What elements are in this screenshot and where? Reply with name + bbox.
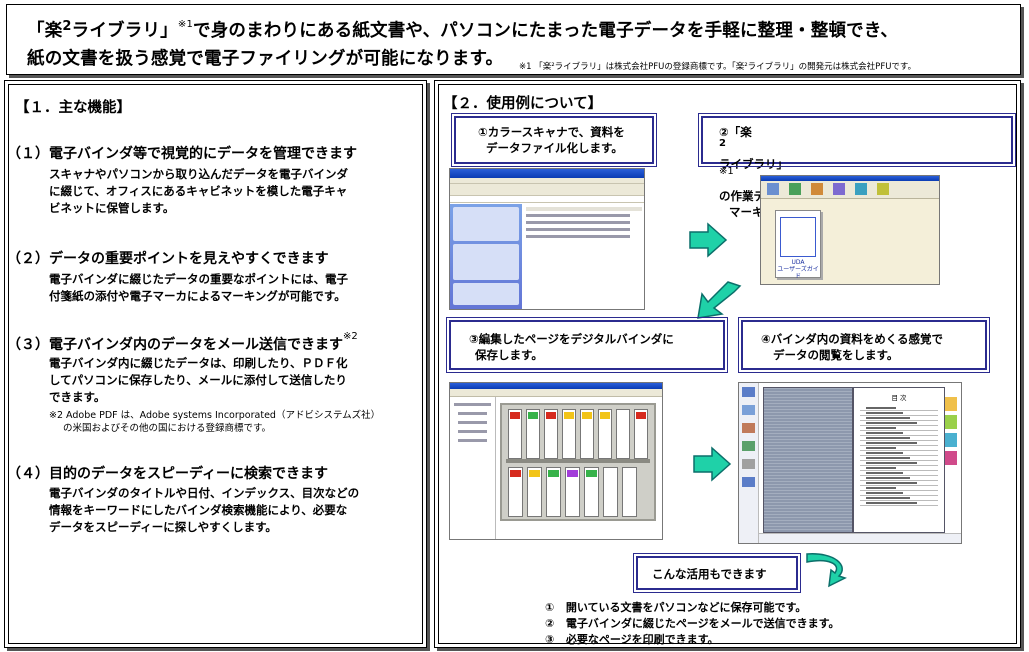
cabinet-titlebar — [450, 383, 662, 389]
file-list — [526, 207, 642, 242]
header-line-1: 「楽2ライブラリ」※1で身のまわりにある紙文書や、パソコンにたまった電子データを… — [27, 19, 899, 41]
binder-spine — [598, 409, 612, 459]
viewer-side-toolbar — [739, 383, 759, 543]
task-pane — [450, 204, 522, 309]
toc-row — [860, 501, 938, 506]
header-banner: 「楽2ライブラリ」※1で身のまわりにある紙文書や、パソコンにたまった電子データを… — [6, 4, 1021, 75]
feature-2-body: 電子バインダに綴じたデータの重要なポイントには、電子 付箋紙の添付や電子マーカに… — [49, 272, 348, 303]
step-2-box: ②「楽2ライブラリ」※1の作業デスクに取り込んで、 マーキングなどページの編集を… — [698, 113, 1016, 219]
step-1-box: ①カラースキャナで、資料を データファイル化します。 — [451, 113, 657, 167]
window-menubar — [450, 178, 644, 184]
binder-spine — [562, 409, 576, 459]
binder-spine — [544, 409, 558, 459]
feature-4-heading: （４）目的のデータをスピーディーに検索できます — [7, 466, 329, 482]
binder-toc-page: 目 次 — [853, 387, 945, 533]
usage-examples-title: 【２．使用例について】 — [443, 96, 603, 112]
toc-row — [860, 451, 938, 456]
main-features-frame — [8, 84, 423, 644]
usage-examples-frame — [438, 84, 1017, 644]
toc-row — [860, 476, 938, 481]
toc-row — [860, 446, 938, 451]
toc-row — [860, 436, 938, 441]
feature-3-heading: （３）電子バインダ内のデータをメール送信できます※2 — [7, 331, 358, 353]
arrow-right-icon — [689, 222, 728, 258]
toc-row — [860, 466, 938, 471]
binder-spine — [622, 467, 637, 517]
desk-document-thumbnail: UDA ユーザーズガイド — [775, 210, 821, 280]
cabinet-toolbar — [450, 389, 662, 397]
extra-usage-box: こんな活用もできます — [633, 553, 801, 593]
binder-spine — [526, 409, 540, 459]
binder-spine — [580, 409, 594, 459]
toc-row — [860, 461, 938, 466]
binder-spine — [527, 467, 542, 517]
cabinet-screenshot — [449, 382, 663, 540]
binder-spine — [616, 409, 630, 459]
toc-row — [860, 471, 938, 476]
toc-row — [860, 456, 938, 461]
desk-titlebar — [761, 176, 939, 181]
header-trademark-note: ※1 「楽²ライブラリ」は株式会社PFUの登録商標です。「楽²ライブラリ」の開発… — [519, 62, 917, 72]
toc-row — [860, 416, 938, 421]
feature-3-pdf-note: ※2 Adobe PDF は、Adobe systems Incorporate… — [49, 410, 381, 434]
curved-arrow-icon — [806, 553, 847, 588]
viewer-statusbar — [759, 533, 961, 543]
binder-spine — [634, 409, 648, 459]
window-titlebar — [450, 169, 644, 178]
binder-spine — [565, 467, 580, 517]
toc-row — [860, 441, 938, 446]
usage-item-2: ② 電子バインダに綴じたページをメールで送信できます。 — [545, 617, 840, 630]
binder-viewer-screenshot: 目 次 — [738, 382, 962, 544]
binder-spine — [508, 409, 522, 459]
binder-spine — [603, 467, 618, 517]
toc-row — [860, 496, 938, 501]
scanner-explorer-screenshot — [449, 168, 645, 310]
binder-spine — [546, 467, 561, 517]
desk-toolbar — [761, 181, 939, 199]
toc-row — [860, 406, 938, 411]
feature-4-body: 電子バインダのタイトルや日付、インデックス、目次などの 情報をキーワードにしたバ… — [49, 486, 360, 534]
feature-3-body: 電子バインダ内に綴じたデータは、印刷したり、ＰＤＦ化 してパソコンに保存したり、… — [49, 356, 348, 404]
toc-row — [860, 431, 938, 436]
binder-index-tabs — [945, 397, 957, 507]
step-4-box: ④バインダ内の資料をめくる感覚で データの閲覧をします。 — [738, 317, 990, 373]
main-features-panel: 【１．主な機能】 （１）電子バインダ等で視覚的にデータを管理できます スキャナや… — [4, 80, 427, 648]
toc-row — [860, 421, 938, 426]
toc-row — [860, 426, 938, 431]
work-desk-screenshot: UDA ユーザーズガイド — [760, 175, 940, 285]
feature-1-heading: （１）電子バインダ等で視覚的にデータを管理できます — [7, 146, 357, 162]
toc-row — [860, 486, 938, 491]
arrow-right-icon-2 — [693, 446, 732, 482]
cabinet-tree — [450, 397, 496, 539]
window-toolbar — [450, 184, 644, 196]
cabinet-shelves — [500, 403, 656, 521]
arrow-down-left-icon — [697, 281, 742, 319]
usage-item-3: ③ 必要なページを印刷できます。 — [545, 633, 719, 646]
binder-spine — [584, 467, 599, 517]
binder-spine — [508, 467, 523, 517]
toc-row — [860, 481, 938, 486]
feature-2-heading: （２）データの重要ポイントを見えやすくできます — [7, 251, 329, 267]
binder-cover — [763, 387, 853, 533]
toc-row — [860, 411, 938, 416]
step-3-box: ③編集したページをデジタルバインダに 保存します。 — [446, 317, 728, 373]
window-addressbar — [450, 196, 644, 203]
feature-1-body: スキャナやパソコンから取り込んだデータを電子バインダ に綴じて、オフィスにあるキ… — [49, 167, 348, 215]
usage-item-1: ① 開いている文書をパソコンなどに保存可能です。 — [545, 601, 807, 614]
header-line-2: 紙の文書を扱う感覚で電子ファイリングが可能になります。 — [27, 49, 504, 69]
toc-row — [860, 491, 938, 496]
main-features-title: 【１．主な機能】 — [15, 100, 131, 116]
